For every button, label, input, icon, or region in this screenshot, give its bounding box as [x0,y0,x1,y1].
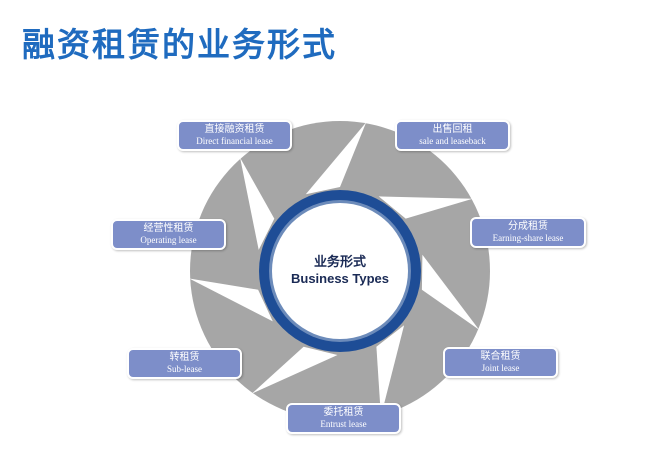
center-white-disc [272,203,408,339]
type-label-cn: 转租赁 [169,352,200,363]
type-label-en: Sub-lease [167,364,202,374]
type-label-cn: 经营性租赁 [143,223,194,234]
type-box-operating-lease: 经营性租赁 Operating lease [111,219,226,250]
type-label-cn: 分成租赁 [508,221,548,232]
wheel-petal [251,346,338,394]
type-label-en: Joint lease [481,363,520,373]
type-label-cn: 出售回租 [432,124,473,135]
type-label-cn: 委托租赁 [323,407,364,418]
type-box-entrust-lease: 委托租赁 Entrust lease [286,403,401,434]
petal-group [189,122,480,417]
type-label-en: Entrust lease [320,419,367,429]
wheel-petal [376,325,405,417]
center-label: 业务形式 Business Types [270,253,410,287]
type-box-joint-lease: 联合租赁 Joint lease [443,347,558,378]
center-label-cn: 业务形式 [313,254,366,269]
wheel-petal [421,254,480,330]
center-label-en: Business Types [290,271,390,286]
type-label-cn: 联合租赁 [480,351,521,362]
wheel-petal [378,196,473,219]
type-label-en: Earning-share lease [492,233,564,243]
type-box-sub-lease: 转租赁 Sub-lease [127,348,242,379]
type-label-en: sale and leaseback [419,136,486,146]
type-box-sale-and-leaseback: 出售回租 sale and leaseback [395,120,510,151]
type-box-direct-financial-lease: 直接融资租赁 Direct financial lease [177,120,292,151]
wheel-petal [240,157,275,250]
page-title: 融资租赁的业务形式 [22,25,337,64]
type-box-earning-share-lease: 分成租赁 Earning-share lease [470,217,586,248]
wheel-petal [305,122,367,195]
type-label-cn: 直接融资租赁 [204,124,265,135]
wheel-petal [189,278,273,322]
type-label-en: Direct financial lease [196,136,273,146]
type-label-en: Operating lease [140,235,197,245]
